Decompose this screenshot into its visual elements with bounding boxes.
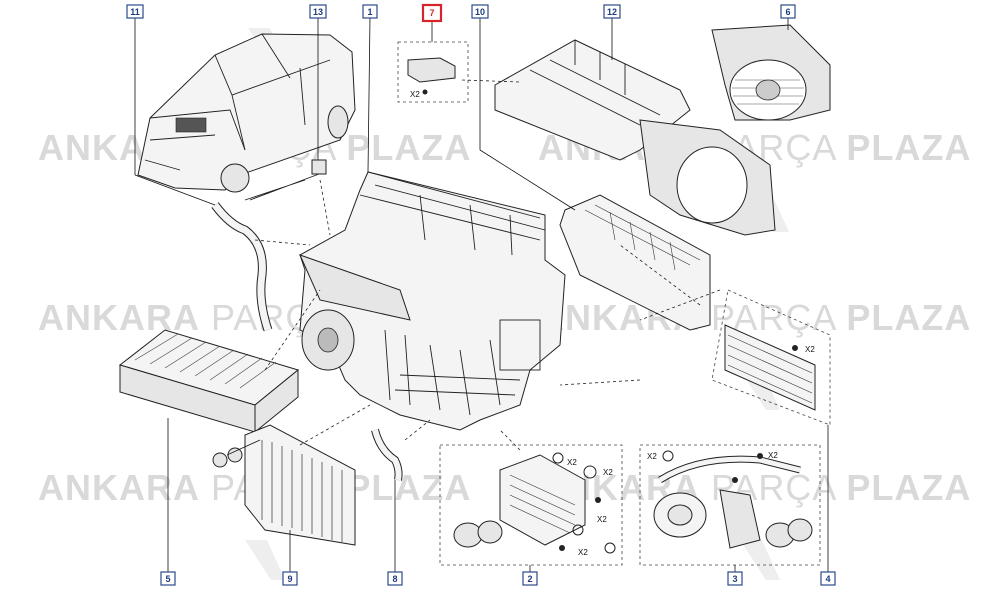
qty-label-3b: X2 [768, 451, 778, 460]
heater-kit-part: X2 X2 X2 X2 [439, 444, 623, 566]
air-distribution-part [494, 39, 776, 236]
qty-label-4: X2 [805, 345, 815, 354]
blower-motor-part [711, 24, 831, 121]
callout-7-selected[interactable]: 7 [421, 3, 443, 23]
qty-label-2c: X2 [597, 515, 607, 524]
svg-text:2: 2 [527, 574, 532, 584]
svg-text:7: 7 [429, 8, 434, 18]
svg-text:3: 3 [732, 574, 737, 584]
callout-10[interactable]: 10 [471, 4, 489, 19]
callout-13[interactable]: 13 [309, 4, 327, 19]
callout-3[interactable]: 3 [727, 571, 743, 586]
callout-9[interactable]: 9 [282, 571, 298, 586]
drain-pipe-part [371, 428, 403, 481]
callout-8[interactable]: 8 [387, 571, 403, 586]
qty-label-2d: X2 [578, 548, 588, 557]
cabin-filter-part [118, 329, 300, 434]
kit-frame-2 [439, 444, 623, 566]
qty-label-7: X2 [410, 90, 420, 99]
sensor-part [244, 159, 327, 201]
svg-text:9: 9 [287, 574, 292, 584]
callout-12[interactable]: 12 [603, 4, 621, 19]
kit-frame-3 [639, 444, 821, 566]
hvac-housing [299, 171, 566, 431]
svg-text:8: 8 [392, 574, 397, 584]
callout-2[interactable]: 2 [522, 571, 538, 586]
kit-frame-4 [711, 289, 831, 426]
kit-frame-7 [397, 41, 469, 103]
svg-text:12: 12 [607, 7, 617, 17]
callout-6[interactable]: 6 [780, 4, 796, 19]
svg-text:4: 4 [825, 574, 830, 584]
qty-label-3a: X2 [647, 452, 657, 461]
qty-label-2a: X2 [567, 458, 577, 467]
callout-11[interactable]: 11 [126, 4, 144, 19]
svg-text:10: 10 [475, 7, 485, 17]
callout-1[interactable]: 1 [362, 4, 378, 19]
evaporator-part [212, 424, 356, 546]
callout-4[interactable]: 4 [820, 571, 836, 586]
watermark-row2-right: ANKARA PARÇA PLAZA [538, 297, 971, 338]
valve-kit-part: X2 X2 [639, 444, 821, 566]
filter-housing-part [559, 194, 711, 331]
svg-text:13: 13 [313, 7, 323, 17]
svg-text:6: 6 [785, 7, 790, 17]
assembly-arrows [254, 79, 721, 451]
heater-core-part: X2 [711, 289, 831, 426]
qty-label-2b: X2 [603, 468, 613, 477]
callout-5[interactable]: 5 [160, 571, 176, 586]
drain-hose-part [211, 202, 273, 332]
svg-text:11: 11 [130, 7, 140, 17]
svg-text:5: 5 [165, 574, 170, 584]
svg-text:1: 1 [367, 7, 372, 17]
vehicle-illustration [137, 33, 356, 193]
resistor-part: X2 [397, 41, 469, 103]
